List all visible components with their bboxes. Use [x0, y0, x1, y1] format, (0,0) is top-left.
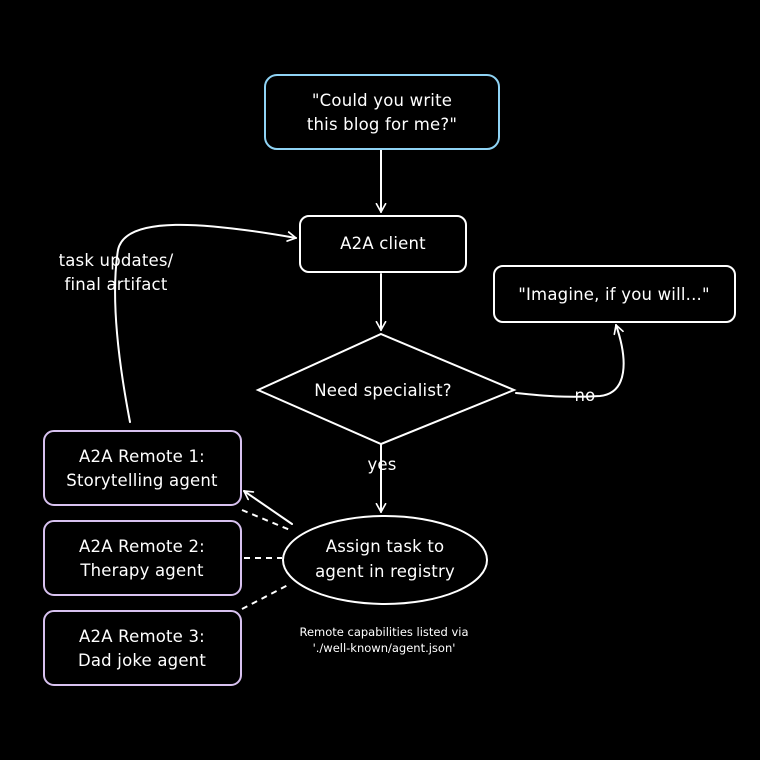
- decision-label: Need specialist?: [314, 381, 452, 400]
- edge-label-task-updates-line1: task updates/: [59, 251, 174, 270]
- dashed-link-remote1: [241, 509, 291, 531]
- remote-agent-3-line1: A2A Remote 3:: [79, 627, 205, 646]
- remote-agent-2-node: A2A Remote 2: Therapy agent: [43, 520, 242, 596]
- dashed-link-remote3: [241, 583, 291, 610]
- a2a-client-label: A2A client: [340, 234, 426, 253]
- imagine-response-node: "Imagine, if you will...": [493, 265, 736, 323]
- edge-decision-to-imagine: [515, 324, 625, 398]
- edge-label-task-updates-line2: final artifact: [64, 275, 167, 294]
- assign-task-line2: agent in registry: [315, 562, 455, 581]
- user-prompt-line1: "Could you write: [312, 91, 452, 110]
- remote-agent-3-node: A2A Remote 3: Dad joke agent: [43, 610, 242, 686]
- edge-label-yes: yes: [367, 455, 396, 474]
- edge-label-no: no: [575, 386, 596, 405]
- registry-note-line1: Remote capabilities listed via: [299, 625, 468, 639]
- assign-task-node: Assign task to agent in registry: [282, 515, 488, 605]
- imagine-response-label: "Imagine, if you will...": [518, 285, 710, 304]
- user-prompt-node: "Could you write this blog for me?": [264, 74, 500, 150]
- assign-task-line1: Assign task to: [326, 537, 445, 556]
- remote-agent-1-line1: A2A Remote 1:: [79, 447, 205, 466]
- need-specialist-decision: Need specialist?: [255, 332, 517, 446]
- remote-agent-1-line2: Storytelling agent: [66, 471, 218, 490]
- edge-assign-to-remote1: [243, 490, 293, 525]
- remote-agent-3-line2: Dad joke agent: [78, 651, 206, 670]
- edge-remote1-to-client: [114, 223, 297, 423]
- remote-agent-1-node: A2A Remote 1: Storytelling agent: [43, 430, 242, 506]
- user-prompt-line2: this blog for me?": [307, 115, 457, 134]
- remote-agent-2-line1: A2A Remote 2:: [79, 537, 205, 556]
- remote-agent-2-line2: Therapy agent: [79, 561, 204, 580]
- registry-note-line2: './well-known/agent.json': [313, 641, 456, 655]
- a2a-client-node: A2A client: [299, 215, 467, 273]
